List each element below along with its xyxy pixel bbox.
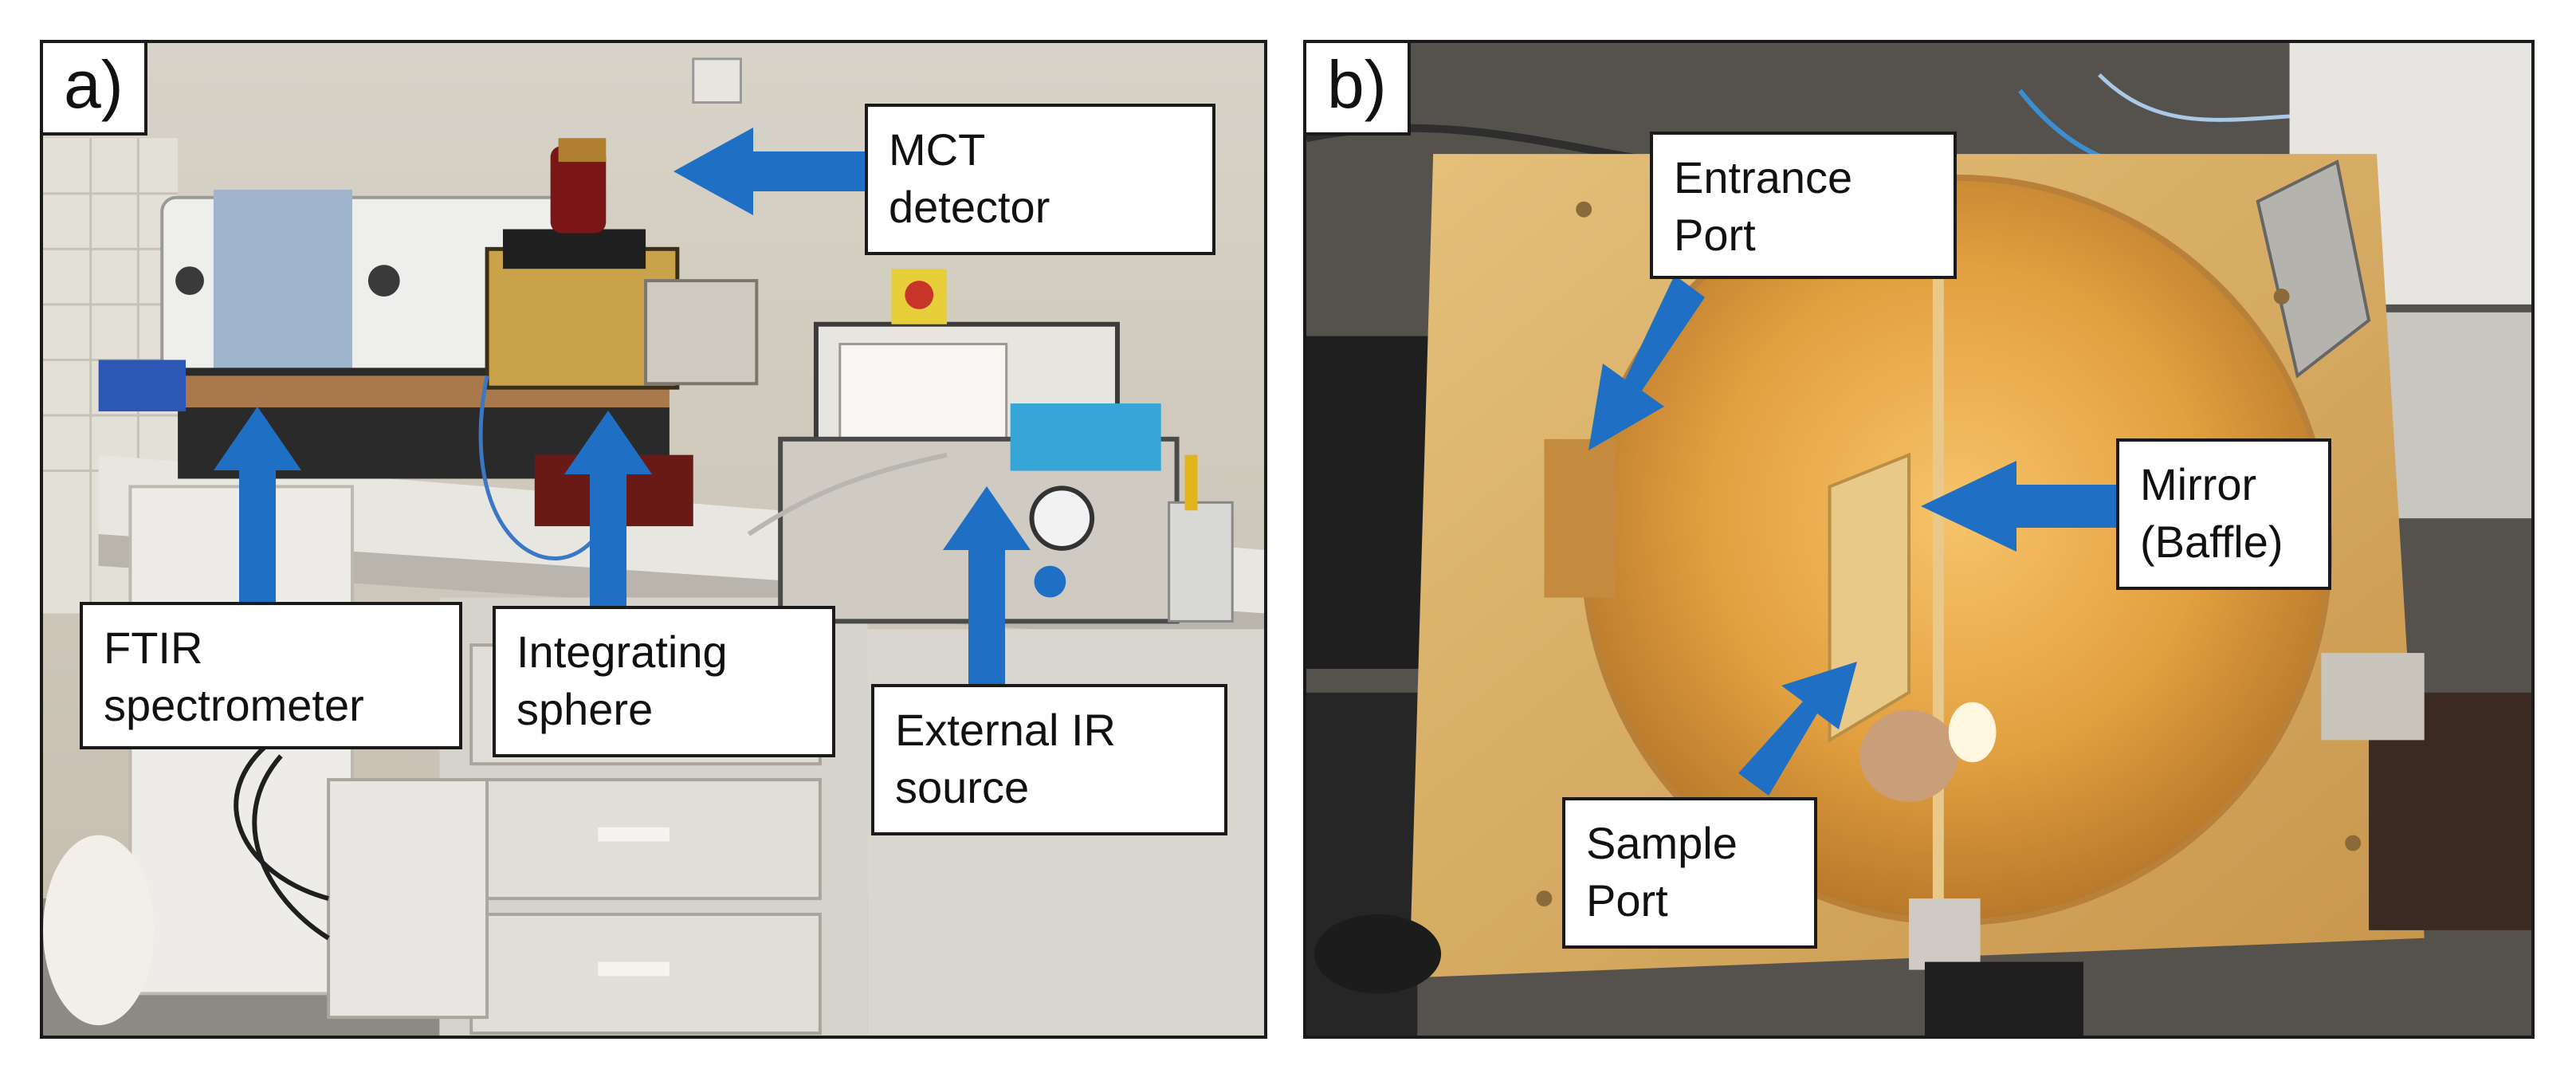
integrating-sphere-callout: Integrating sphere (493, 606, 835, 757)
callout-line: Mirror (2140, 459, 2257, 509)
entrance-port-callout: Entrance Port (1650, 132, 1957, 279)
callout-line: source (895, 761, 1030, 812)
external-ir-source-callout: External IR source (871, 684, 1227, 835)
callout-line: detector (889, 181, 1050, 232)
callout-line: MCT (889, 124, 986, 175)
sample-port-callout: Sample Port (1562, 797, 1817, 949)
panel-a-label: a) (43, 43, 147, 136)
callout-line: (Baffle) (2140, 516, 2283, 567)
ftir-spectrometer-callout: FTIR spectrometer (80, 602, 462, 749)
panel-b-label: b) (1306, 43, 1411, 136)
callout-line: Entrance (1674, 152, 1853, 202)
callout-line: sphere (516, 683, 654, 734)
callout-line: Sample (1586, 818, 1738, 868)
callout-line: Port (1674, 209, 1756, 260)
callout-line: Integrating (516, 627, 728, 677)
callout-line: FTIR (104, 623, 203, 673)
mirror-baffle-callout: Mirror (Baffle) (2116, 438, 2331, 590)
mct-detector-callout: MCT detector (865, 104, 1215, 255)
callout-line: External IR (895, 705, 1116, 755)
callout-line: Port (1586, 875, 1668, 926)
callout-line: spectrometer (104, 679, 364, 730)
